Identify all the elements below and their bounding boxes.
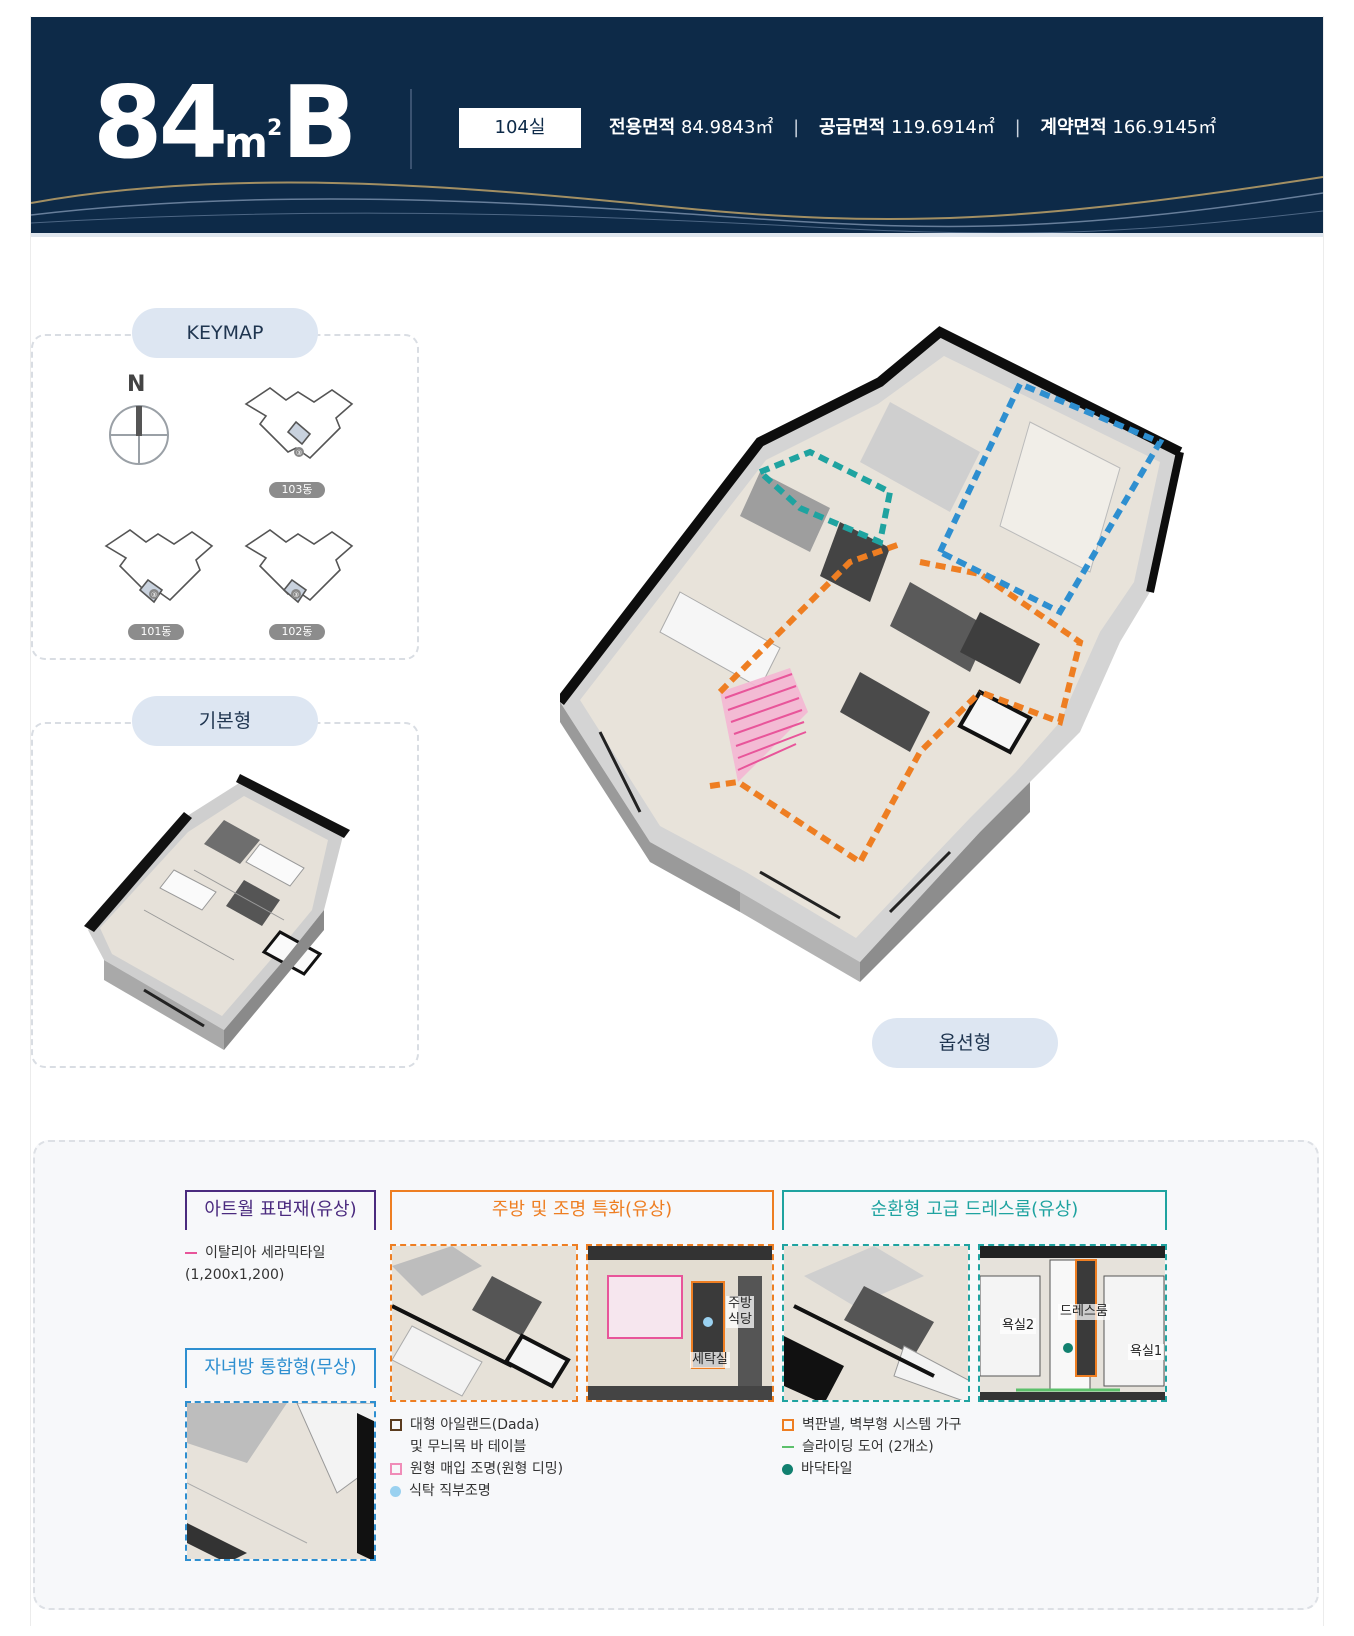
pink-square-icon: [390, 1463, 402, 1475]
teal-dot-icon: [782, 1463, 793, 1475]
area-info: 전용면적 84.9843㎡ | 공급면적 119.6914㎡ | 계약면적 16…: [609, 113, 1216, 139]
area-label: 계약면적: [1040, 117, 1107, 138]
header-underline: [31, 233, 1323, 237]
plan-label-kitchen: 주방: [726, 1296, 754, 1312]
building-label-103: 103동: [269, 482, 325, 498]
type-unit: m2: [224, 116, 282, 167]
light-blue-dot-icon: [390, 1485, 401, 1497]
legend-text: 벽판넬, 벽부형 시스템 가구: [802, 1417, 962, 1433]
dressroom-legend: 벽판넬, 벽부형 시스템 가구 슬라이딩 도어 (2개소) 바닥타일: [782, 1414, 961, 1480]
svg-text:③: ③: [296, 449, 302, 457]
type-number: 84: [93, 64, 228, 181]
green-line-icon: [782, 1446, 794, 1448]
area-label: 공급면적: [818, 117, 886, 138]
kids-room-thumbnail: [185, 1401, 376, 1561]
plan-label-bathroom-1: 욕실1: [1128, 1344, 1165, 1360]
kitchen-legend: 대형 아일랜드(Dada) 및 무늬목 바 테이블 원형 매입 조명(원형 디밍…: [390, 1414, 563, 1502]
keymap-box: [31, 334, 419, 660]
pink-line-icon: [185, 1252, 197, 1254]
area-separator: |: [1014, 117, 1021, 138]
plan-label-bathroom-2: 욕실2: [1000, 1318, 1037, 1334]
keymap-building-102-icon: ③: [244, 529, 354, 604]
area-value: 119.6914㎡: [890, 117, 995, 138]
area-label: 전용면적: [609, 117, 676, 138]
legend-text: 및 무늬목 바 테이블: [410, 1439, 527, 1455]
plan-label-laundry: 세탁실: [690, 1352, 730, 1368]
dressroom-option-title: 순환형 고급 드레스룸(유상): [782, 1190, 1167, 1230]
legend-text: 바닥타일: [801, 1461, 853, 1477]
type-letter: B: [281, 64, 357, 181]
legend-text: (1,200x1,200): [185, 1267, 285, 1283]
type-header: 84m2B 104실 전용면적 84.9843㎡ | 공급면적 119.6914…: [31, 17, 1323, 233]
keymap-building-103-icon: ③: [244, 387, 354, 460]
compass-icon: [109, 405, 169, 465]
legend-text: 슬라이딩 도어 (2개소): [802, 1439, 934, 1455]
plan-label-dining: 식당: [726, 1312, 754, 1328]
svg-text:③: ③: [293, 591, 299, 599]
building-label-101: 101동: [128, 624, 184, 640]
compass-north-label: N: [127, 372, 146, 397]
kitchen-iso-thumbnail: [390, 1244, 578, 1402]
kitchen-option-title: 주방 및 조명 특화(유상): [390, 1190, 774, 1230]
svg-text:③: ③: [151, 591, 157, 599]
header-divider: [410, 89, 412, 169]
keymap-building-101-icon: ③: [104, 529, 214, 604]
brown-square-icon: [390, 1419, 402, 1431]
legend-text: 식탁 직부조명: [409, 1483, 491, 1499]
basic-type-title: 기본형: [132, 696, 318, 746]
building-label-102: 102동: [269, 624, 325, 640]
option-type-title: 옵션형: [872, 1018, 1058, 1068]
page-frame: [30, 16, 1324, 1626]
basic-floorplan-illustration: [84, 774, 350, 1050]
legend-text: 대형 아일랜드(Dada): [410, 1417, 540, 1433]
orange-square-icon: [782, 1419, 794, 1431]
area-separator: |: [793, 117, 800, 138]
legend-text: 원형 매입 조명(원형 디밍): [410, 1461, 564, 1477]
artwall-option-title: 아트월 표면재(유상): [185, 1190, 376, 1230]
dressroom-plan-thumbnail: [978, 1244, 1167, 1402]
artwall-legend: 이탈리아 세라믹타일 (1,200x1,200): [185, 1242, 325, 1286]
dressroom-iso-thumbnail: [782, 1244, 970, 1402]
room-count-badge: 104실: [459, 108, 581, 148]
unit-type-title: 84m2B: [93, 63, 357, 183]
area-value: 166.9145㎡: [1112, 117, 1217, 138]
plan-label-dressroom: 드레스룸: [1058, 1304, 1110, 1320]
legend-text: 이탈리아 세라믹타일: [205, 1245, 326, 1261]
option-floorplan-illustration: [560, 326, 1184, 982]
keymap-title: KEYMAP: [132, 308, 318, 358]
header-wave-decoration: [31, 176, 1323, 233]
kids-room-option-title: 자녀방 통합형(무상): [185, 1348, 376, 1388]
area-value: 84.9843㎡: [680, 117, 774, 138]
